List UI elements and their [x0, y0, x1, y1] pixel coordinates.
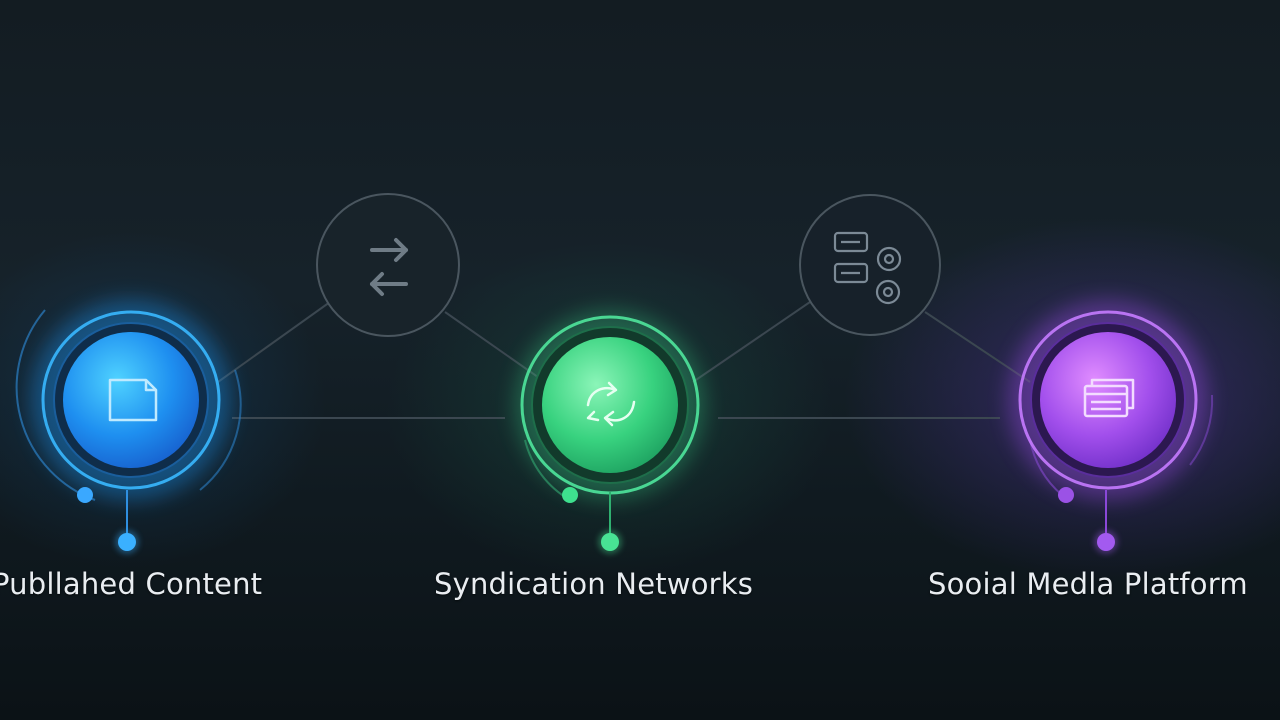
line-apps-to-right	[924, 311, 1031, 383]
label-social-media-platform: Sooial Medla Platform	[928, 567, 1248, 601]
node-social-media-platform[interactable]	[1008, 300, 1214, 554]
node-syndication-networks[interactable]	[515, 310, 705, 554]
connector-lines	[217, 301, 1031, 419]
apps-node[interactable]	[799, 194, 941, 336]
line-left-to-exchange	[217, 301, 331, 383]
exchange-arrows-icon	[370, 238, 408, 296]
node-published-content[interactable]	[15, 300, 242, 554]
window-stack-icon	[1083, 378, 1135, 418]
outer-arc-blue-right	[199, 369, 242, 491]
document-icon	[108, 378, 158, 422]
dot-purple-small	[1058, 487, 1074, 503]
label-syndication-networks: Syndication Networks	[434, 567, 754, 601]
dot-blue-small	[77, 487, 93, 503]
exchange-node[interactable]	[316, 193, 460, 337]
outer-arc-purple-right	[1189, 394, 1214, 466]
outer-arc-blue	[15, 309, 96, 501]
dot-green-small	[562, 487, 578, 503]
recycle-icon	[586, 381, 636, 427]
line-mid-to-apps	[692, 301, 811, 383]
apps-grid-icon	[833, 231, 902, 305]
label-published-content: Publlahed Content	[0, 567, 263, 601]
